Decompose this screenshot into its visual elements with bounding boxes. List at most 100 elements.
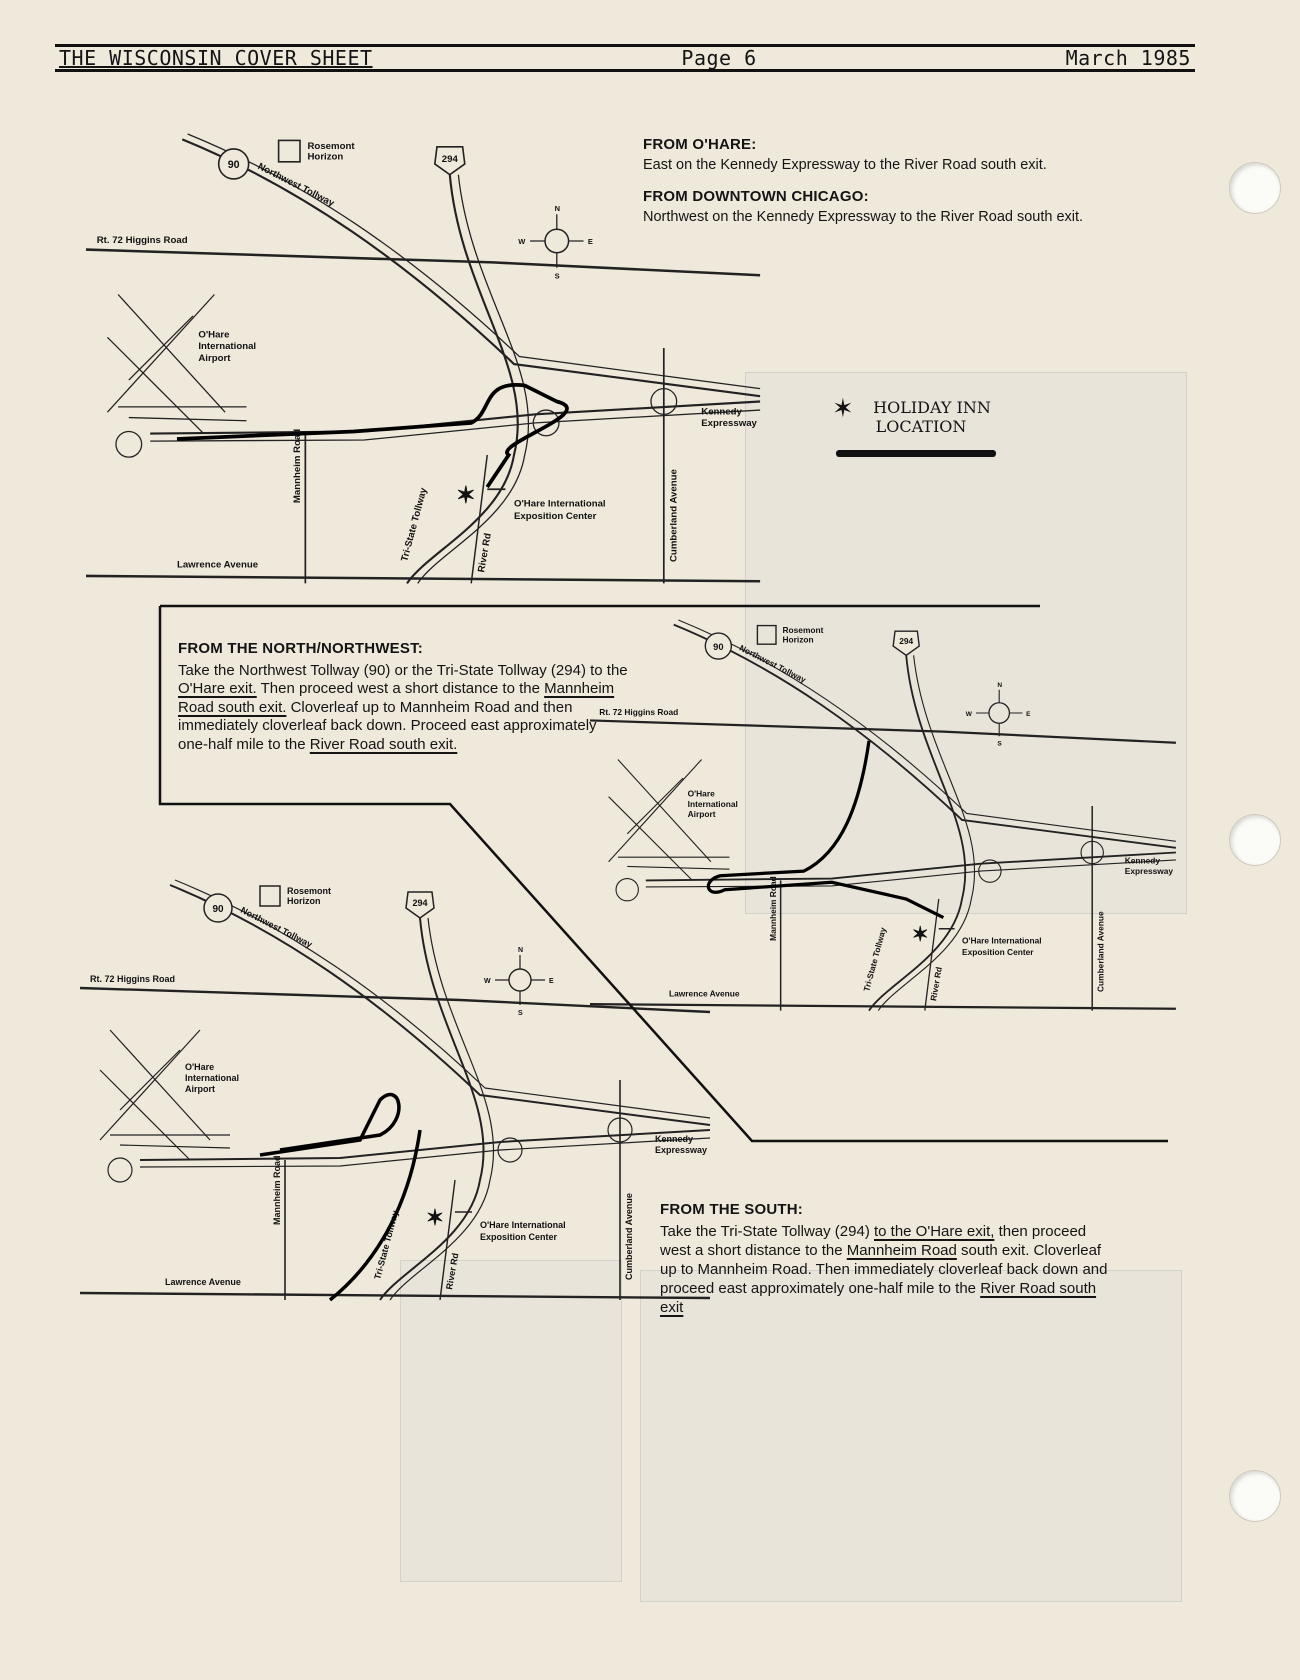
- compass-icon: [544, 228, 570, 254]
- airport-label: International: [198, 341, 256, 352]
- rosemont-horizon-building: [277, 139, 301, 163]
- kennedy-label: Kennedy: [655, 1134, 693, 1144]
- from-north-text: Take the Northwest Tollway (90) or the T…: [178, 662, 628, 755]
- airport-label: O'Hare: [185, 1062, 214, 1072]
- legend-line-2: LOCATION: [875, 417, 967, 436]
- i90-label: 90: [713, 642, 723, 652]
- bleed-through-figure: [640, 1270, 1182, 1602]
- kennedy-expressway: [139, 1137, 711, 1168]
- expo-label: O'Hare International: [480, 1220, 566, 1230]
- higgins-road: [589, 719, 1176, 744]
- mannheim-label: Mannheim Road: [272, 1155, 282, 1225]
- cloverleaf-interchange: [532, 409, 560, 437]
- i90-label: 90: [228, 159, 240, 171]
- interstate-294-shield: [892, 630, 920, 657]
- compass-e: E: [549, 978, 554, 985]
- airport-label: International: [688, 799, 738, 809]
- i294-label: 294: [442, 154, 459, 165]
- kennedy-label: Expressway: [655, 1145, 707, 1155]
- northwest-tollway-label: Northwest Tollway: [256, 161, 337, 209]
- airport-runways: [106, 294, 226, 435]
- airport-label: Airport: [688, 809, 716, 819]
- mannheim-label: Mannheim Road: [292, 429, 303, 503]
- i90-label: 90: [212, 904, 224, 915]
- binder-hole: [1229, 1470, 1281, 1522]
- from-ohare-heading: FROM O'HARE:: [643, 136, 757, 153]
- expo-label: Exposition Center: [962, 947, 1034, 957]
- river-road: [924, 898, 940, 1011]
- higgins-road: [85, 248, 761, 277]
- airport-runways: [110, 1134, 231, 1149]
- rosemont-label: Rosemont: [287, 886, 331, 896]
- interstate-294-shield: [405, 891, 435, 919]
- kennedy-label: Expressway: [1125, 866, 1174, 876]
- cloverleaf-interchange: [615, 877, 639, 902]
- northwest-tollway-label: Northwest Tollway: [239, 905, 314, 950]
- legend-line-1: HOLIDAY INN: [873, 398, 991, 417]
- airport-label: International: [185, 1073, 239, 1083]
- compass-s: S: [518, 1010, 523, 1017]
- tri-state-tollway: [389, 917, 495, 1301]
- expo-label: Exposition Center: [514, 511, 597, 522]
- tri-state-label: Tri-State Tollway: [861, 926, 888, 992]
- compass-w: W: [966, 711, 973, 718]
- compass-n: N: [518, 947, 523, 954]
- compass-icon: [988, 702, 1011, 724]
- issue-date: March 1985: [1065, 46, 1191, 70]
- page-number: Page 6: [681, 46, 757, 70]
- cloverleaf-interchange: [497, 1137, 523, 1163]
- cloverleaf-interchange: [115, 430, 143, 458]
- text-segment: then proceed west a short distance to th…: [660, 1223, 1087, 1259]
- higgins-label: Rt. 72 Higgins Road: [90, 974, 175, 984]
- from-south-section: FROM THE SOUTH: Take the Tri-State Tollw…: [660, 1200, 1120, 1317]
- holiday-inn-star-icon: ✶: [426, 1205, 444, 1230]
- river-rd-label: River Rd: [476, 532, 494, 573]
- compass-n: N: [555, 204, 560, 213]
- higgins-label: Rt. 72 Higgins Road: [97, 235, 188, 246]
- text-segment: Take the Northwest Tollway (90) or the T…: [178, 661, 628, 679]
- kennedy-expressway: [150, 409, 761, 442]
- north-directions-frame: [158, 604, 1168, 1143]
- compass-s: S: [997, 741, 1002, 748]
- horizon-label: Horizon: [307, 152, 343, 163]
- kennedy-expressway: [139, 1129, 711, 1161]
- cloverleaf-interchange: [107, 1157, 133, 1183]
- kennedy-label: Kennedy: [1125, 856, 1161, 866]
- airport-label: Airport: [198, 353, 231, 364]
- text-segment: Take the Tri-State Tollway (294): [660, 1223, 874, 1240]
- from-south-heading: FROM THE SOUTH:: [660, 1201, 803, 1218]
- from-ohare-text: East on the Kennedy Expressway to the Ri…: [643, 156, 1047, 173]
- northwest-tollway-label: Northwest Tollway: [738, 643, 808, 685]
- airport-runways: [118, 406, 247, 422]
- tri-state-label: Tri-State Tollway: [399, 486, 429, 563]
- compass-w: W: [484, 978, 491, 985]
- kennedy-label: Kennedy: [701, 406, 742, 417]
- interstate-90-shield: [203, 893, 233, 923]
- compass-s: S: [555, 271, 560, 280]
- from-ohare-section: FROM O'HARE: East on the Kennedy Express…: [643, 136, 1113, 240]
- from-downtown-text: Northwest on the Kennedy Expressway to t…: [643, 208, 1084, 225]
- underlined-text: Mannheim Road: [846, 1242, 957, 1259]
- river-rd-label: River Rd: [928, 966, 944, 1002]
- interstate-90-shield: [704, 632, 733, 660]
- holiday-inn-legend: ✶ HOLIDAY INN LOCATION: [832, 394, 1006, 457]
- expo-label: Exposition Center: [480, 1232, 558, 1242]
- star-icon: ✶: [832, 394, 854, 424]
- compass-e: E: [588, 237, 593, 246]
- text-segment: Then proceed west a short distance to th…: [256, 680, 545, 697]
- kennedy-label: Expressway: [701, 418, 757, 429]
- i294-label: 294: [899, 636, 913, 646]
- from-north-heading: FROM THE NORTH/NORTHWEST:: [178, 640, 423, 657]
- airport-label: Airport: [185, 1084, 215, 1094]
- holiday-inn-route: [706, 740, 945, 920]
- rosemont-horizon-building: [756, 624, 777, 645]
- compass-icon: [530, 214, 584, 268]
- compass-icon: [508, 968, 532, 992]
- text-segment: south exit. Cloverleaf up to Mannheim Ro…: [660, 1242, 1108, 1297]
- airport-runways: [608, 759, 712, 881]
- i294-label: 294: [412, 898, 427, 908]
- lawrence-avenue: [85, 574, 761, 583]
- underlined-text: River Road south exit: [660, 1280, 1097, 1316]
